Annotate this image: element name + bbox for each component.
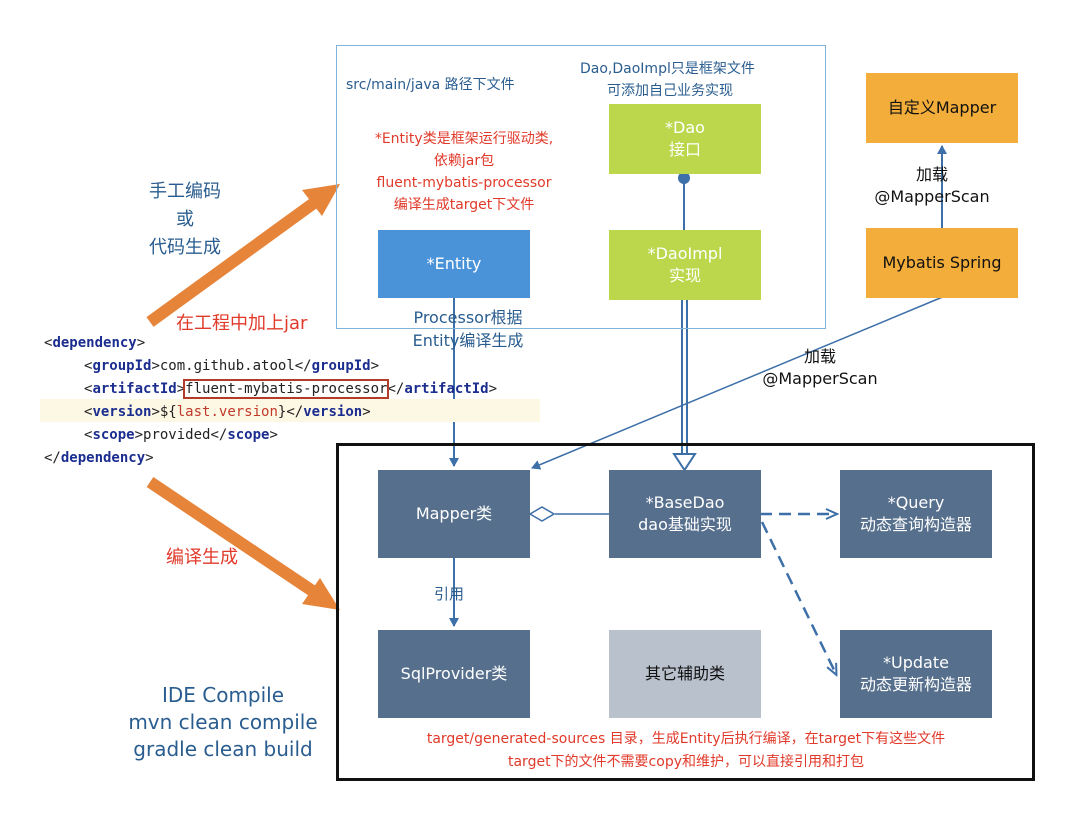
orange-arrow-compile <box>146 477 324 601</box>
path-note: src/main/java 路径下文件 <box>346 77 515 93</box>
manual-or-generate-label: 手工编码 或 代码生成 <box>149 181 221 258</box>
code-line-1: <dependency> <box>44 335 146 351</box>
dao-note-line-1: Dao,DaoImpl只是框架文件 <box>580 61 755 77</box>
dao-connector-dot <box>678 172 690 184</box>
code-line-2: <groupId>com.github.atool</groupId> <box>84 358 380 374</box>
spring-to-mapper-line <box>531 295 946 470</box>
code-line-4: <version>${last.version}</version> <box>84 404 371 420</box>
other-helpers-box[interactable]: 其它辅助类 <box>609 630 761 718</box>
code-line-5: <scope>provided</scope> <box>84 427 278 443</box>
mapper-box[interactable]: Mapper类 <box>378 470 530 558</box>
orange-arrow-manual <box>146 195 322 327</box>
update-box[interactable]: *Update 动态更新构造器 <box>840 630 992 718</box>
code-line-3: <artifactId>fluent-mybatis-processor</ar… <box>84 379 498 399</box>
compile-label: 编译生成 <box>166 547 238 568</box>
add-jar-label: 在工程中加上jar <box>176 313 308 334</box>
load-mapperscan-top: 加载 @MapperScan <box>874 165 990 206</box>
code-version-highlight <box>40 399 540 422</box>
basedao-box[interactable]: *BaseDao dao基础实现 <box>609 470 761 558</box>
orange-arrowhead-manual <box>302 184 340 216</box>
target-panel <box>336 443 1035 781</box>
mybatis-spring-box[interactable]: Mybatis Spring <box>866 228 1018 298</box>
processor-label: Processor根据 Entity编译生成 <box>412 308 524 350</box>
basedao-triangle-head <box>672 453 697 472</box>
dao-note-line-2: 可添加自己业务实现 <box>607 83 733 99</box>
code-line-6: </dependency> <box>44 450 154 466</box>
target-note: target/generated-sources 目录，生成Entity后执行编… <box>426 731 946 770</box>
daoimpl-box[interactable]: *DaoImpl 实现 <box>609 230 761 300</box>
reference-label: 引用 <box>434 585 465 603</box>
ide-compile-label: IDE Compile mvn clean compile gradle cle… <box>128 683 318 761</box>
entity-note: *Entity类是框架运行驱动类, 依赖jar包 fluent-mybatis-… <box>374 131 554 213</box>
sqlprovider-box[interactable]: SqlProvider类 <box>378 630 530 718</box>
custom-mapper-box[interactable]: 自定义Mapper <box>866 73 1018 143</box>
aggregation-diamond <box>528 506 556 522</box>
basedao-to-update-line <box>760 521 836 674</box>
query-box[interactable]: *Query 动态查询构造器 <box>840 470 992 558</box>
source-panel <box>336 45 826 329</box>
entity-box[interactable]: *Entity <box>378 230 530 298</box>
load-mapperscan-mid: 加载 @MapperScan <box>762 347 878 388</box>
orange-arrowhead-compile <box>302 578 340 610</box>
artifact-highlight: fluent-mybatis-processor <box>183 379 390 399</box>
dao-interface-box[interactable]: *Dao 接口 <box>609 104 761 174</box>
